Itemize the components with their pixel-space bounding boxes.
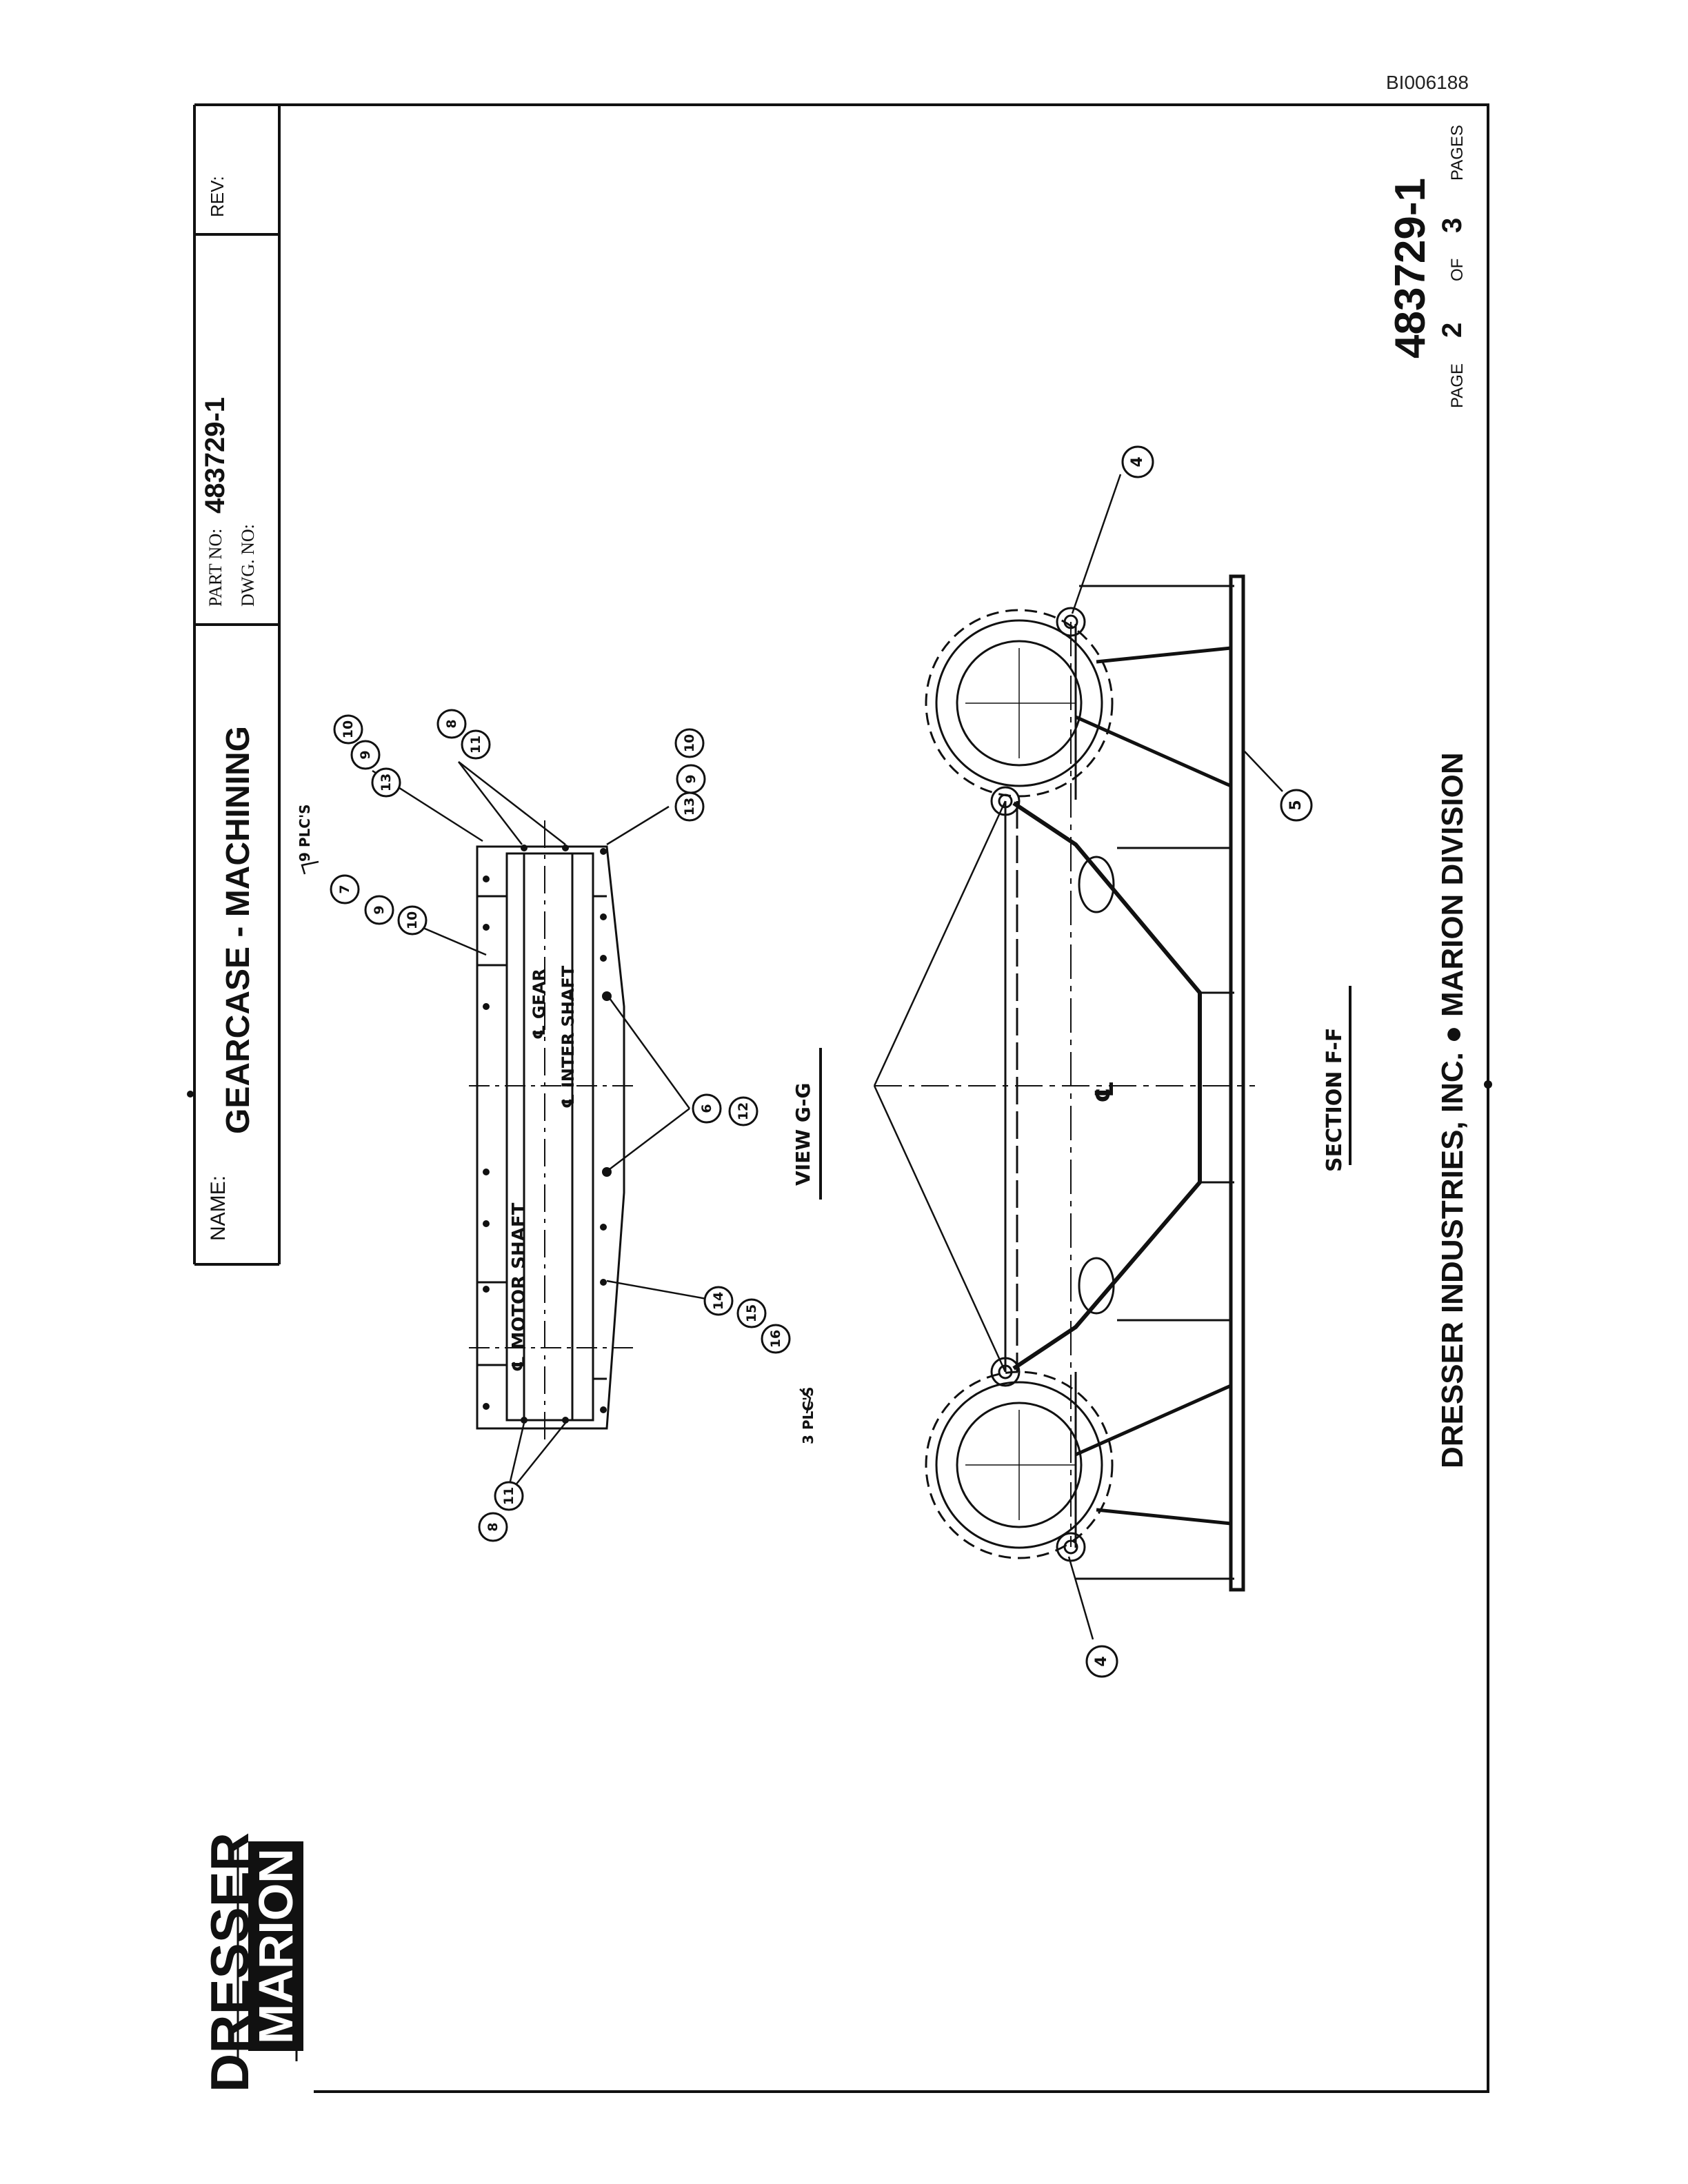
balloon-4-a xyxy=(1121,445,1154,478)
balloon-8-b xyxy=(478,1512,508,1542)
centerline-mark: ℄ xyxy=(1091,1080,1119,1103)
balloon-8-a xyxy=(436,709,467,739)
balloon-number: 7 xyxy=(337,884,352,894)
sheet-border xyxy=(193,103,1489,2093)
pages-label: PAGES xyxy=(1448,125,1467,181)
three-plcs-note: 3 PLC'S xyxy=(800,1386,816,1445)
balloon-number: 8 xyxy=(485,1522,501,1532)
brand-marion: MARION xyxy=(248,1841,303,2051)
balloon-5 xyxy=(1280,789,1313,822)
balloon-12 xyxy=(728,1096,758,1126)
balloon-number: 11 xyxy=(468,735,483,754)
view-g-g-caption: VIEW G-G xyxy=(792,1082,814,1186)
balloon-number: 12 xyxy=(736,1102,751,1121)
section-f-f-caption: SECTION F-F xyxy=(1323,1027,1347,1172)
view-g-g-leaders xyxy=(301,761,812,1497)
balloon-number: 10 xyxy=(682,734,697,753)
balloon-15 xyxy=(736,1298,767,1328)
balloon-number: 9 xyxy=(372,905,387,915)
balloon-10-a xyxy=(333,714,363,745)
part-no-label: PART NO: xyxy=(205,528,225,607)
balloon-number: 16 xyxy=(768,1329,783,1348)
balloon-number: 13 xyxy=(682,797,697,816)
balloon-number: 15 xyxy=(744,1304,759,1323)
balloon-number: 10 xyxy=(341,720,356,739)
rev-label: REV: xyxy=(207,176,228,217)
balloon-16 xyxy=(761,1324,791,1354)
page-total: 3 xyxy=(1437,217,1467,233)
balloon-10-b xyxy=(674,728,705,758)
balloon-number: 4 xyxy=(1093,1656,1110,1667)
section-f-f-balloons xyxy=(1085,445,1313,1678)
balloon-number: 4 xyxy=(1129,456,1146,467)
balloon-10-c xyxy=(397,905,428,936)
balloon-9-a xyxy=(350,740,381,770)
view-g-g-balloons xyxy=(330,709,791,1542)
balloon-7 xyxy=(330,874,360,904)
balloon-number: 6 xyxy=(699,1104,714,1113)
balloon-number: 14 xyxy=(711,1291,726,1311)
balloon-number: 10 xyxy=(405,911,420,930)
balloon-13-a xyxy=(371,767,401,798)
section-f-f-leaders xyxy=(1067,474,1283,1640)
gear-label: ℄ GEAR xyxy=(530,968,549,1040)
balloon-number: 13 xyxy=(379,773,394,792)
balloon-number: 8 xyxy=(444,719,459,729)
inter-shaft-label: ℄ INTER SHAFT xyxy=(559,965,578,1109)
balloon-number: 5 xyxy=(1287,800,1305,811)
dwg-no-label: DWG. NO: xyxy=(238,524,258,607)
balloon-14 xyxy=(703,1286,734,1316)
balloon-6 xyxy=(692,1093,722,1124)
balloon-11-a xyxy=(461,729,491,760)
part-no-value: 483729-1 xyxy=(200,396,230,514)
balloon-9-c xyxy=(364,895,394,925)
of-label: OF xyxy=(1448,258,1467,281)
page-label: PAGE xyxy=(1448,363,1467,408)
view-g-g-holes xyxy=(483,845,612,1424)
company-footer: DRESSER INDUSTRIES, INC. ● MARION DIVISI… xyxy=(1436,752,1469,1468)
balloon-number: 11 xyxy=(501,1486,516,1506)
section-f-f-outline xyxy=(873,574,1255,1592)
view-g-g-outline xyxy=(469,820,634,1441)
balloon-4-b xyxy=(1085,1645,1118,1678)
page-number: 2 xyxy=(1437,322,1467,338)
balloon-11-b xyxy=(494,1481,524,1511)
nine-plcs-note: 9 PLC'S xyxy=(297,804,313,862)
motor-shaft-label: ℄ MOTOR SHAFT xyxy=(509,1202,530,1372)
balloon-number: 9 xyxy=(358,750,373,760)
balloon-number: 9 xyxy=(683,774,699,784)
drawing-title: GEARCASE - MACHINING xyxy=(220,725,257,1134)
document-id-stamp: BI006188 xyxy=(1386,72,1469,93)
name-label: NAME: xyxy=(207,1175,230,1241)
balloon-9-b xyxy=(676,764,706,794)
drawing-number: 483729-1 xyxy=(1387,177,1434,358)
